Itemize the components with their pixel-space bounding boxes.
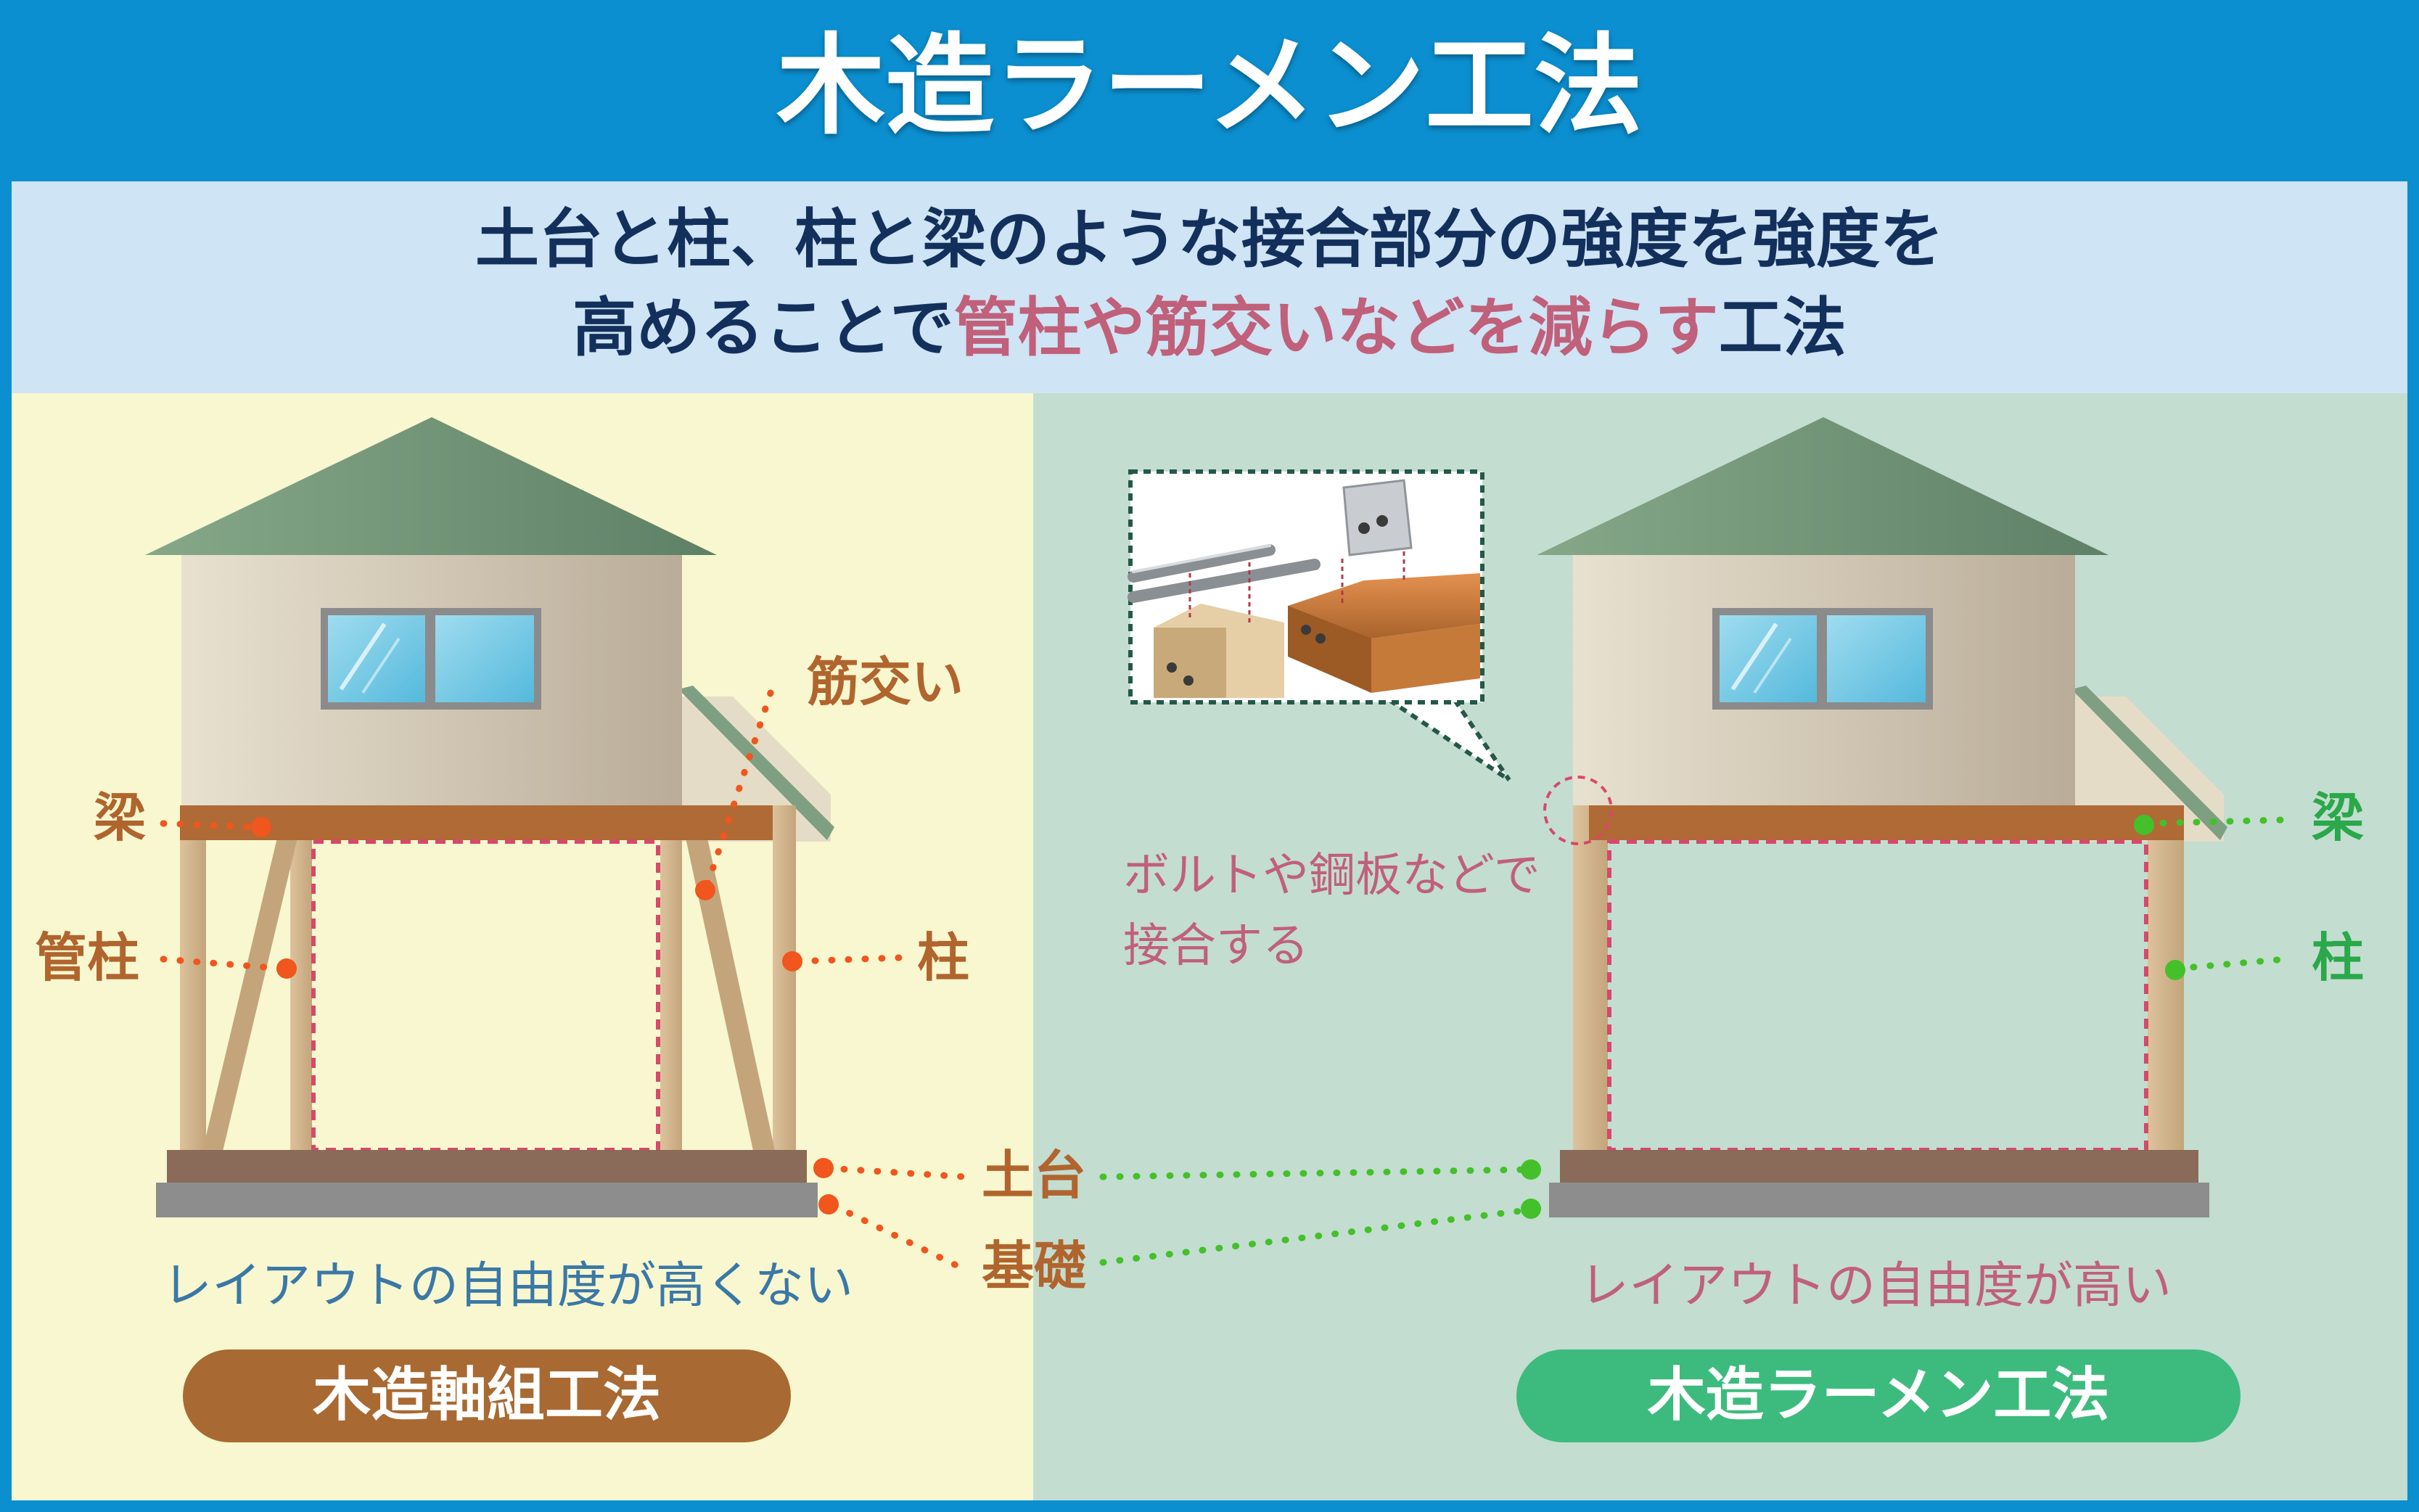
left-side-roof [678, 686, 834, 840]
left-house [145, 417, 834, 1217]
right-leaders [1099, 815, 2289, 1266]
subtitle-line-2: 高めることで管柱や筋交いなどを減らす工法 [572, 290, 1847, 365]
joint-highlight-circle [1543, 776, 1613, 845]
left-label-column: 柱 [917, 927, 969, 988]
subtitle-line-2-part2: 工法 [1719, 290, 1847, 365]
joint-callout [1128, 469, 1511, 782]
bolt-2 [1128, 559, 1321, 603]
left-right-column [773, 805, 796, 1157]
right-label-column: 柱 [2312, 927, 2364, 988]
callout-text-line-1: ボルトや鋼板などで [1123, 849, 1540, 903]
right-foundation [1549, 1183, 2209, 1217]
right-caption: レイアウトの自由度が高い [1580, 1257, 2172, 1315]
right-label-beam: 梁 [2312, 787, 2364, 848]
subtitle-highlight: 管柱や筋交いなどを減らす [954, 290, 1719, 365]
callout-text-line-2: 接合する [1123, 919, 1309, 973]
left-brace-2 [686, 838, 776, 1157]
right-badge-label: 木造ラーメン工法 [1648, 1361, 2110, 1429]
bolt-1 [1128, 544, 1276, 583]
left-label-beam: 梁 [94, 787, 146, 848]
subtitle-band [12, 181, 2407, 393]
label-sill: 土台 [982, 1145, 1086, 1206]
left-tube-column [290, 838, 312, 1157]
right-open-space [1607, 839, 2148, 1152]
left-leaders [160, 689, 969, 1270]
right-left-column [1573, 805, 1608, 1157]
right-badge [1516, 1349, 2241, 1442]
wood-block-large [1288, 573, 1480, 638]
left-badge [183, 1349, 791, 1442]
right-roof [1537, 417, 2108, 555]
left-beam [180, 805, 773, 840]
right-house [1537, 417, 2227, 1217]
right-sill [1560, 1150, 2198, 1185]
right-window [1712, 608, 1933, 710]
left-roof [145, 417, 717, 555]
subtitle-line-1: 土台と柱、柱と梁のような接合部分の強度を強度を [475, 202, 1944, 276]
left-sill [167, 1150, 807, 1185]
right-side-roof [2071, 686, 2227, 840]
left-label-tube-column: 管柱 [35, 927, 139, 988]
label-foundation: 基礎 [982, 1236, 1086, 1297]
left-badge-label: 木造軸組工法 [313, 1361, 661, 1429]
left-brace-1 [201, 838, 297, 1157]
right-beam [1589, 805, 2184, 840]
left-label-brace: 筋交い [807, 652, 964, 712]
left-caption: レイアウトの自由度が高くない [163, 1257, 853, 1315]
left-foundation [156, 1183, 818, 1217]
left-inner-column [660, 838, 682, 1157]
subtitle-line-2-part1: 高めることで [572, 290, 953, 365]
right-right-column [2148, 805, 2184, 1157]
page-title: 木造ラーメン工法 [776, 23, 1643, 149]
left-window [321, 608, 541, 710]
left-outer-column [180, 805, 206, 1157]
